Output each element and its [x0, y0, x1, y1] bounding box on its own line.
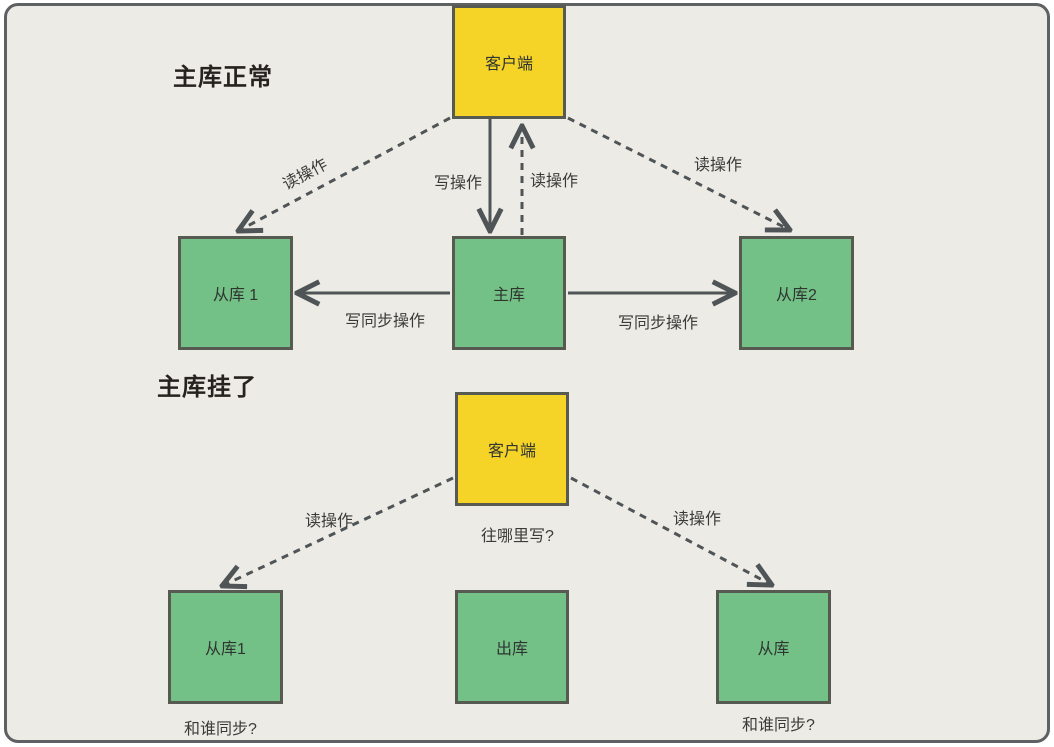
label-where-write: 往哪里写? — [481, 528, 554, 545]
node-slave1-1: 从库 1 — [178, 236, 293, 350]
label-sync-who-left: 和谁同步? — [184, 721, 257, 738]
label-write-1: 写操作 — [434, 175, 483, 192]
label-read-right-1: 读操作 — [694, 157, 743, 174]
label-read-right-2: 读操作 — [673, 511, 722, 528]
label-sync-right: 写同步操作 — [618, 315, 699, 332]
label-sync-left: 写同步操作 — [345, 313, 426, 330]
node-slave2-1: 从库2 — [739, 236, 854, 350]
node-slave1-2: 从库1 — [168, 590, 283, 704]
section1-title: 主库正常 — [173, 64, 273, 91]
section2-title: 主库挂了 — [157, 374, 257, 401]
label-sync-who-right: 和谁同步? — [742, 717, 815, 734]
node-client-2: 客户端 — [455, 392, 569, 506]
edge-read-client2-to-slave1 — [224, 476, 454, 585]
node-master: 主库 — [452, 236, 566, 350]
edge-read-client2-to-slave2 — [570, 476, 770, 584]
node-client-1: 客户端 — [452, 5, 566, 119]
edge-read-client-to-slave2 — [567, 116, 788, 229]
label-read-left-2: 读操作 — [305, 513, 354, 530]
node-center-2: 出库 — [455, 590, 569, 704]
label-read-up-1: 读操作 — [530, 173, 579, 190]
edge-read-client-to-slave1 — [240, 116, 451, 230]
node-slave2-2: 从库 — [716, 590, 831, 704]
